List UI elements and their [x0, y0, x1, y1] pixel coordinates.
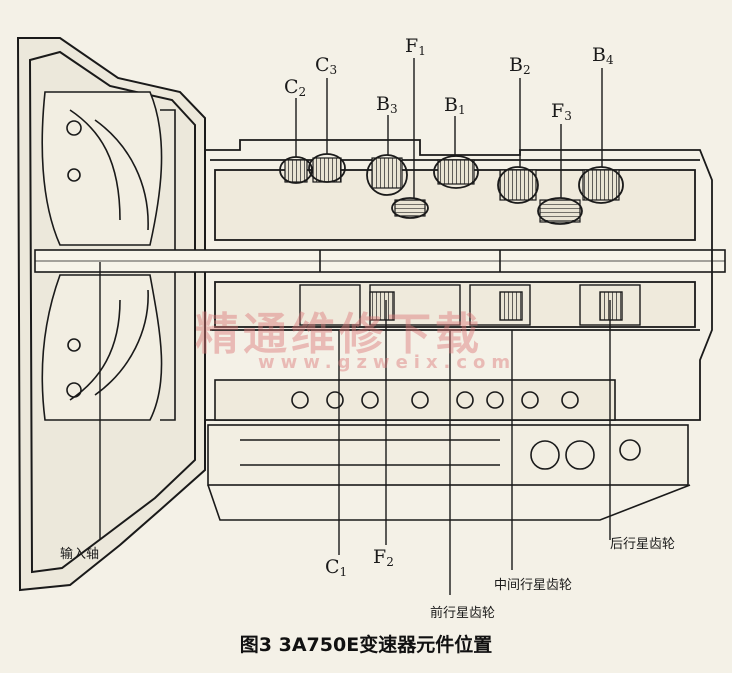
- input-shaft: [34, 249, 726, 273]
- planetary-gearsets: [299, 284, 641, 326]
- label-c1: C1: [325, 556, 348, 579]
- leader-lines: [99, 58, 611, 595]
- label-f2: F2: [373, 546, 394, 569]
- label-c3: C3: [315, 54, 338, 77]
- valve-body-oil-pan: [207, 379, 691, 521]
- label-f1: F1: [405, 35, 426, 58]
- callout-front-planetary: 前行星齿轮: [430, 606, 496, 621]
- callout-input-shaft: 输入轴: [60, 547, 100, 562]
- component-highlight-circles: [279, 153, 624, 225]
- label-b2: B2: [509, 54, 531, 77]
- torque-converter: [41, 91, 176, 421]
- clutch-brake-packs: [284, 157, 620, 223]
- callout-middle-planetary: 中间行星齿轮: [494, 578, 573, 593]
- label-b1: B1: [444, 94, 466, 117]
- figure-caption: 图3 3A750E变速器元件位置: [239, 634, 493, 656]
- label-c2: C2: [284, 76, 307, 99]
- label-b3: B3: [376, 93, 398, 116]
- watermark-text: 精通维修下载: [195, 309, 483, 360]
- watermark-url: www.gzweix.com: [258, 352, 517, 373]
- label-b4: B4: [592, 44, 614, 67]
- label-f3: F3: [551, 100, 572, 123]
- callout-rear-planetary: 后行星齿轮: [610, 537, 676, 552]
